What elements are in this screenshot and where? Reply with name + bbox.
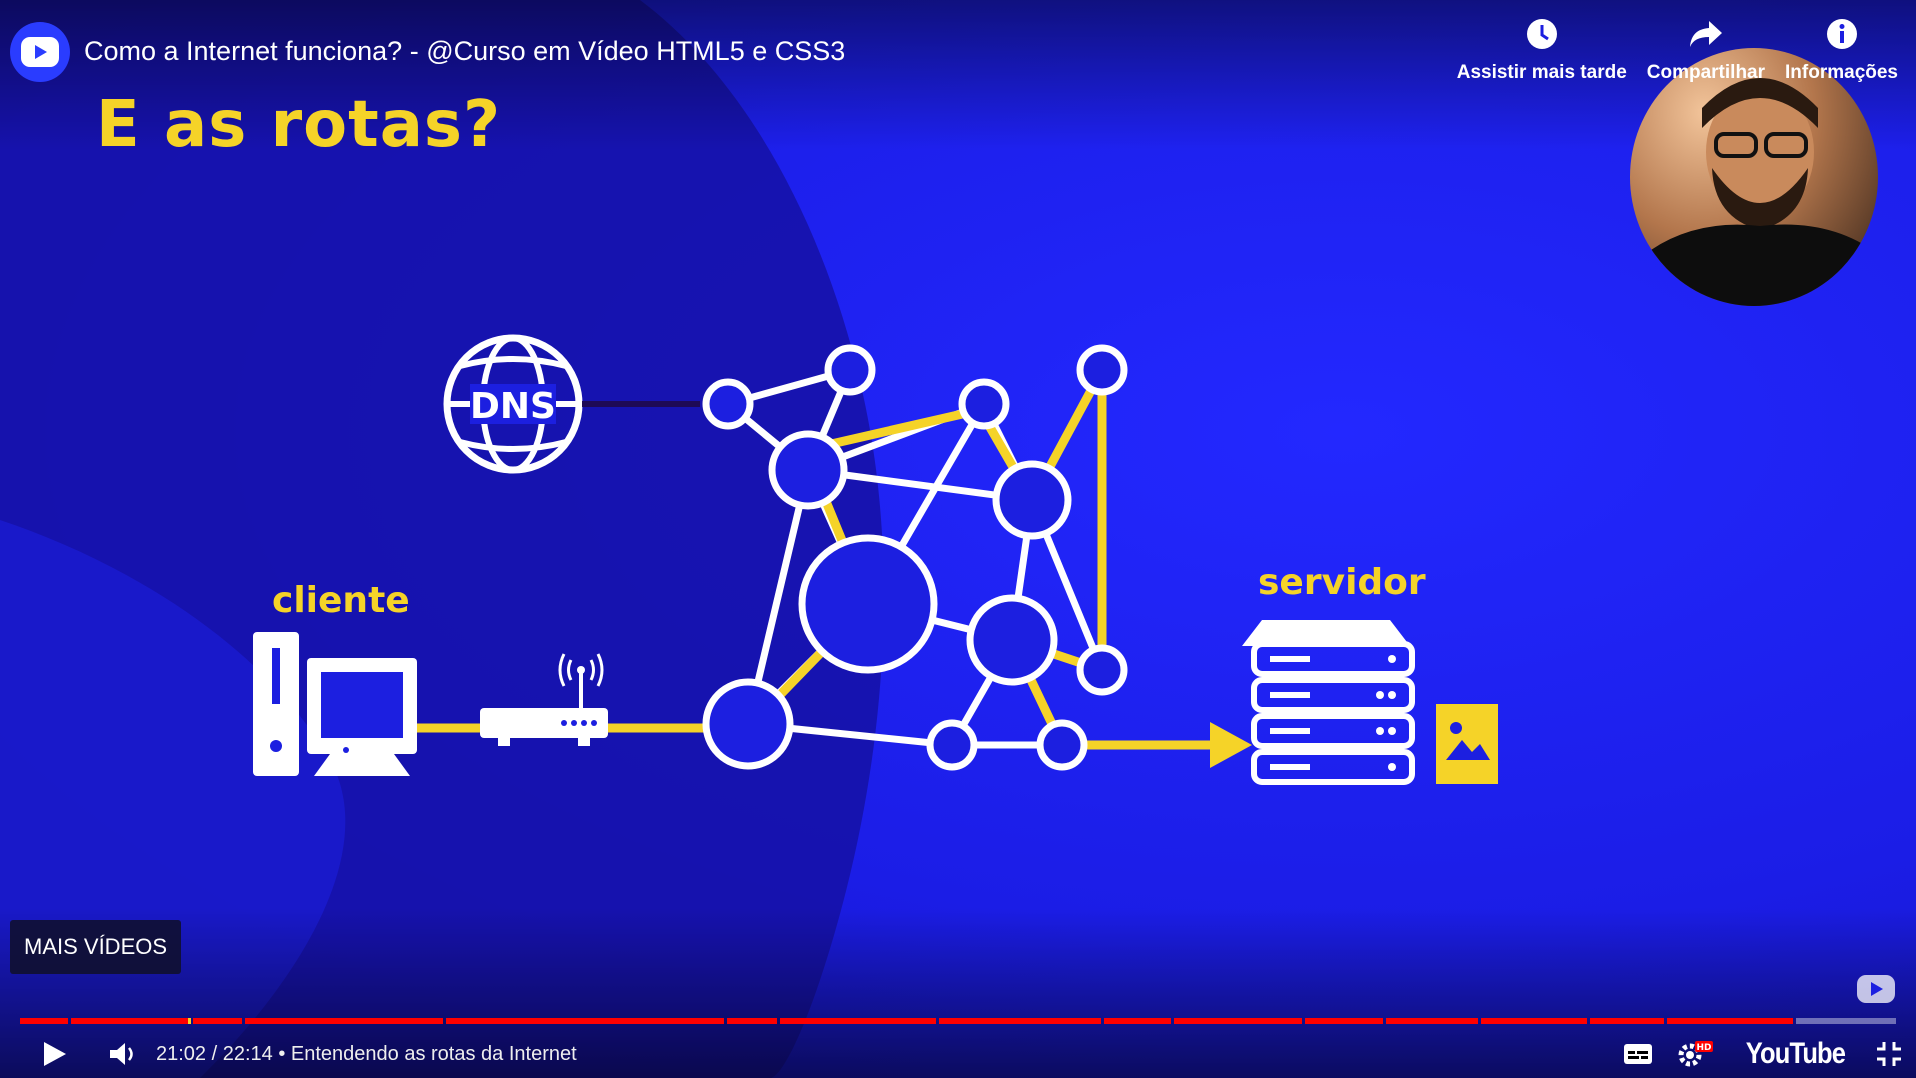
play-button[interactable] <box>40 1039 68 1069</box>
info-label: Informações <box>1785 62 1898 83</box>
time-display: 21:02 / 22:14 • Entendendo as rotas da I… <box>156 1043 577 1066</box>
dns-label: DNS <box>470 386 556 427</box>
play-icon <box>44 1042 66 1066</box>
share-label: Compartilhar <box>1646 62 1766 83</box>
channel-logo[interactable] <box>10 22 70 82</box>
play-logo-icon <box>21 37 59 67</box>
progress-segment-played[interactable] <box>939 1018 1101 1024</box>
presenter-webcam <box>1630 48 1878 306</box>
exit-fullscreen-button[interactable] <box>1876 1041 1902 1067</box>
top-gradient <box>0 0 1916 150</box>
time-current-total: 21:02 / 22:14 <box>156 1042 273 1065</box>
progress-segment-remaining[interactable] <box>1796 1018 1896 1024</box>
presenter-silhouette <box>1630 78 1878 306</box>
video-title[interactable]: Como a Internet funciona? - @Curso em Ví… <box>84 36 846 66</box>
progress-segment-played[interactable] <box>1104 1018 1171 1024</box>
more-videos-button[interactable]: MAIS VÍDEOS <box>10 920 182 974</box>
progress-segment-played[interactable] <box>1667 1018 1793 1024</box>
clock-icon <box>1526 19 1557 49</box>
right-controls: HD YouTube <box>1623 1030 1902 1078</box>
progress-segment-played[interactable] <box>1305 1018 1383 1024</box>
share-button[interactable]: Compartilhar <box>1647 16 1765 84</box>
info-icon <box>1826 19 1857 49</box>
progress-segment-played[interactable] <box>71 1018 190 1024</box>
chapter-title[interactable]: Entendendo as rotas da Internet <box>290 1042 577 1065</box>
youtube-logo[interactable]: YouTube <box>1745 1037 1846 1070</box>
client-label: cliente <box>272 580 410 621</box>
progress-segment-played[interactable] <box>20 1018 68 1024</box>
subtitles-icon <box>1624 1044 1653 1064</box>
time-separator: • <box>272 1042 291 1065</box>
chapter-marker <box>188 1018 191 1024</box>
svg-text:HD: HD <box>1697 1043 1712 1053</box>
network-nodes <box>702 344 1128 771</box>
progress-segment-played[interactable] <box>1481 1018 1587 1024</box>
progress-segment-played[interactable] <box>193 1018 242 1024</box>
image-file-icon <box>1436 704 1498 784</box>
bottom-gradient <box>0 908 1916 1078</box>
watch-later-button[interactable]: Assistir mais tarde <box>1457 16 1627 84</box>
info-button[interactable]: Informações <box>1785 16 1898 84</box>
progress-segment-played[interactable] <box>727 1018 777 1024</box>
subtitles-button[interactable] <box>1623 1043 1653 1065</box>
slide-heading: E as rotas? <box>96 88 502 162</box>
router-icon <box>480 653 608 746</box>
progress-segment-played[interactable] <box>1386 1018 1478 1024</box>
channel-watermark[interactable] <box>1856 974 1896 1009</box>
watch-later-label: Assistir mais tarde <box>1456 62 1627 83</box>
server-icon <box>1242 620 1415 785</box>
watermark-logo-icon <box>1857 975 1895 1003</box>
top-actions: Assistir mais tarde Compartilhar Informa… <box>1457 16 1898 84</box>
share-icon <box>1689 21 1722 47</box>
gear-hd-icon: HD <box>1678 1041 1714 1067</box>
progress-segment-played[interactable] <box>446 1018 724 1024</box>
client-computer-icon <box>253 632 417 776</box>
mute-button[interactable] <box>108 1040 138 1068</box>
server-label: servidor <box>1258 562 1426 603</box>
volume-icon <box>110 1043 133 1065</box>
progress-segment-played[interactable] <box>780 1018 936 1024</box>
exit-fullscreen-icon <box>1877 1042 1901 1066</box>
progress-segment-played[interactable] <box>1590 1018 1664 1024</box>
progress-bar[interactable] <box>20 1018 1896 1024</box>
dns-globe-icon: DNS <box>443 334 583 474</box>
player-controls: 21:02 / 22:14 • Entendendo as rotas da I… <box>0 1030 1916 1078</box>
progress-segment-played[interactable] <box>1174 1018 1302 1024</box>
progress-segment-played[interactable] <box>245 1018 443 1024</box>
settings-button[interactable]: HD <box>1675 1039 1715 1069</box>
